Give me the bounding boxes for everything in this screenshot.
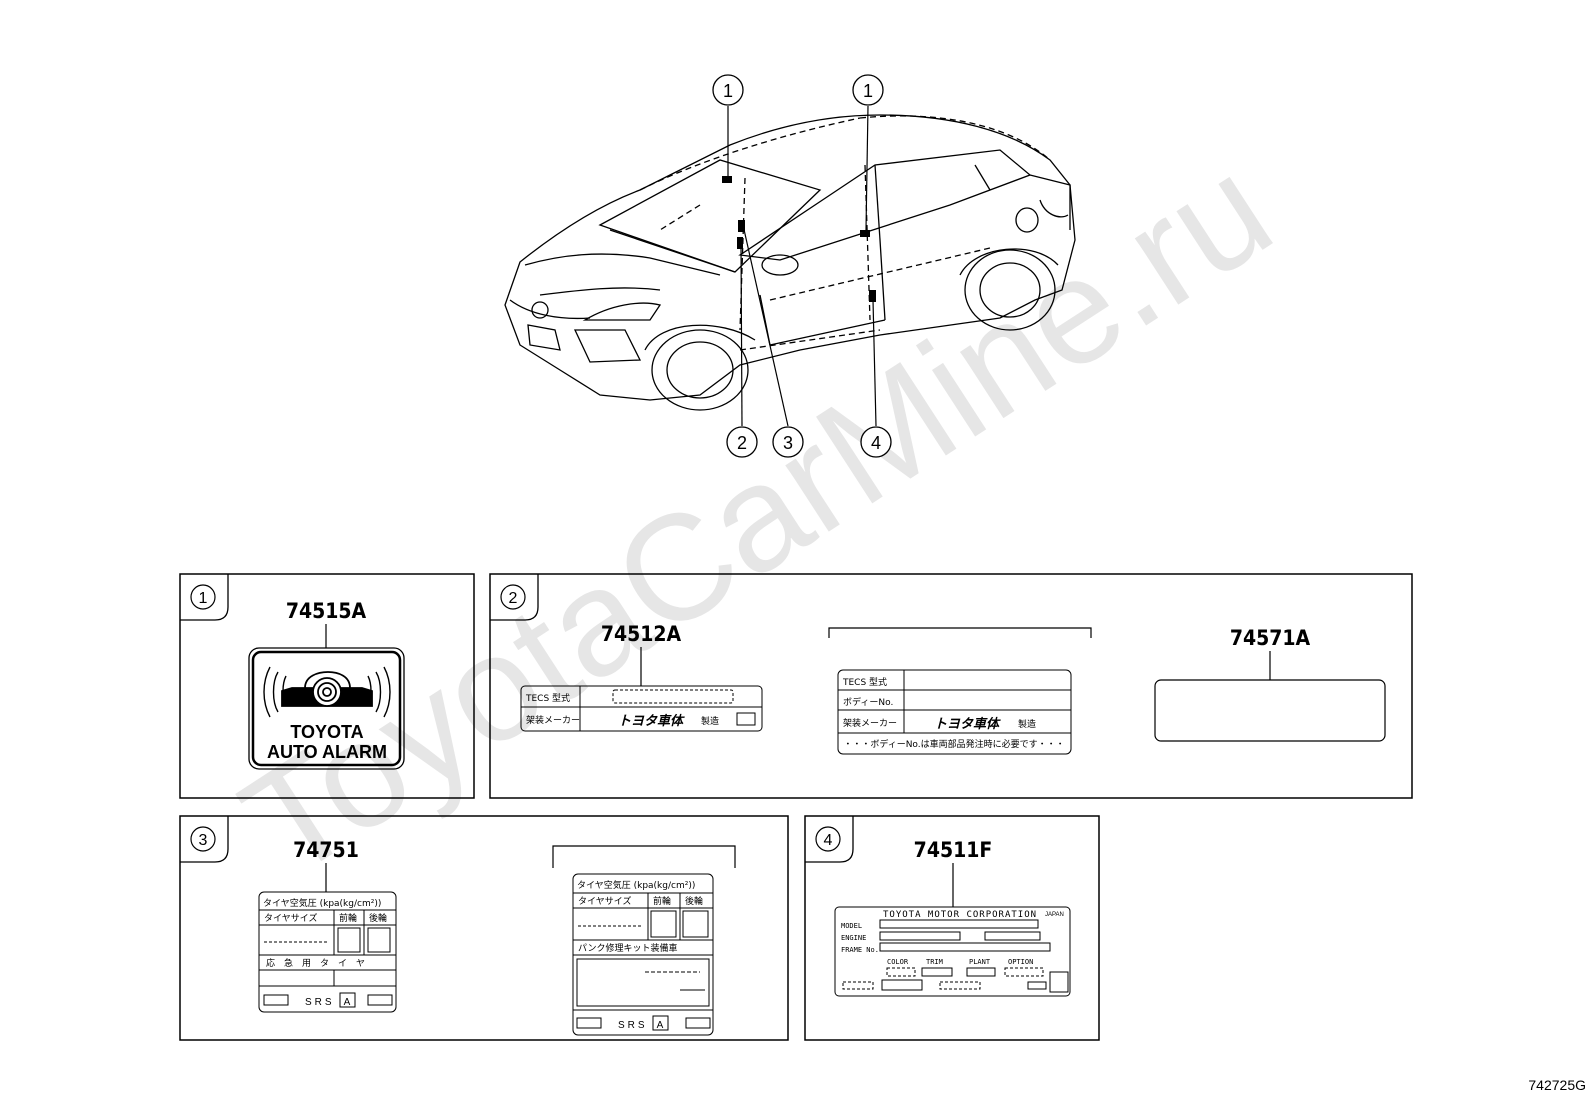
callout-3: 3 (772, 426, 804, 458)
panel-2: 2 74512A TECS 型式 架装メーカー トヨタ車体 製造 TECS 型式… (489, 573, 1413, 799)
svg-text:タイヤ空気圧 (kpa(kg/cm²)): タイヤ空気圧 (kpa(kg/cm²)) (577, 879, 695, 891)
svg-text:・・・ボディーNo.は車両部品発注時に必要です・・・: ・・・ボディーNo.は車両部品発注時に必要です・・・ (843, 738, 1064, 750)
svg-text:4: 4 (871, 433, 881, 453)
panel-2-number: 2 (509, 590, 518, 607)
panel-4: 4 74511F TOYOTA MOTOR CORPORATION JAPAN … (804, 815, 1100, 1041)
svg-text:TECS 型式: TECS 型式 (842, 676, 887, 688)
svg-text:ENGINE: ENGINE (841, 934, 866, 942)
svg-text:JAPAN: JAPAN (1045, 912, 1064, 918)
svg-text:前輪: 前輪 (339, 912, 357, 924)
svg-text:トヨタ車体: トヨタ車体 (618, 713, 685, 728)
callout-leaders (727, 105, 877, 427)
callout-1-top-left: 1 (712, 74, 744, 106)
svg-text:SRS: SRS (618, 1020, 648, 1031)
part-number-74571A: 74571A (1230, 626, 1311, 650)
panel-1-number: 1 (199, 590, 208, 607)
panel-3-number: 3 (199, 832, 208, 849)
tecs-label-small (520, 685, 763, 732)
callout-1-top-right: 1 (852, 74, 884, 106)
part-number-74751: 74751 (293, 838, 359, 862)
svg-text:タイヤサイズ: タイヤサイズ (578, 895, 631, 907)
svg-text:OPTION: OPTION (1008, 958, 1033, 966)
alarm-text-line1: TOYOTA (290, 722, 363, 742)
svg-text:ボディーNo.: ボディーNo. (843, 696, 893, 708)
svg-text:タイヤ空気圧 (kpa(kg/cm²)): タイヤ空気圧 (kpa(kg/cm²)) (263, 897, 381, 909)
alarm-text-line2: AUTO ALARM (267, 742, 387, 762)
blank-label-74571A (1154, 679, 1386, 742)
svg-text:PLANT: PLANT (969, 958, 991, 966)
tecs-label-large (837, 669, 1072, 755)
part-number-74511F: 74511F (914, 838, 993, 862)
svg-text:FRAME No.: FRAME No. (841, 946, 879, 954)
watermark: ToyotaCarMine.ru (215, 124, 1299, 910)
svg-text:TRIM: TRIM (926, 958, 943, 966)
svg-text:パンク修理キット装備車: パンク修理キット装備車 (578, 942, 677, 954)
panel-3: 3 74751 タイヤ空気圧 (kpa(kg/cm²)) タイヤサイズ 前輪 後… (179, 815, 789, 1041)
svg-text:TECS 型式: TECS 型式 (525, 692, 570, 704)
svg-text:TOYOTA MOTOR CORPORATION: TOYOTA MOTOR CORPORATION (883, 910, 1037, 920)
svg-text:前輪: 前輪 (653, 895, 671, 907)
tire-pressure-label-b (572, 873, 714, 1036)
part-number-74512A: 74512A (601, 622, 682, 646)
svg-text:1: 1 (723, 81, 733, 101)
svg-text:A: A (344, 997, 351, 1008)
svg-text:SRS: SRS (305, 997, 335, 1008)
car-alarm-icon (263, 666, 391, 718)
svg-text:トヨタ車体: トヨタ車体 (934, 716, 1001, 731)
svg-text:2: 2 (737, 433, 747, 453)
callout-4: 4 (860, 426, 892, 458)
car-illustration (504, 114, 1076, 411)
svg-text:製造: 製造 (1018, 718, 1036, 730)
svg-text:1: 1 (863, 81, 873, 101)
svg-text:製造: 製造 (701, 715, 719, 727)
svg-text:タイヤサイズ: タイヤサイズ (264, 912, 317, 924)
figure-id: 742725G (1528, 1077, 1586, 1093)
tire-pressure-label-a (258, 891, 397, 1013)
svg-text:後輪: 後輪 (369, 912, 387, 924)
panel-4-number: 4 (824, 832, 833, 849)
car-label-markers (722, 176, 876, 302)
svg-text:応 急 用 タ イ ヤ: 応 急 用 タ イ ヤ (266, 957, 365, 969)
callout-2: 2 (726, 426, 758, 458)
svg-text:架装メーカー: 架装メーカー (526, 714, 580, 726)
svg-text:A: A (657, 1020, 664, 1031)
part-number-74515A: 74515A (286, 599, 367, 623)
svg-text:MODEL: MODEL (841, 922, 862, 930)
svg-text:3: 3 (783, 433, 793, 453)
svg-text:COLOR: COLOR (887, 958, 909, 966)
panel-1: 1 74515A TOYOTA AUTO ALARM (179, 573, 475, 799)
svg-text:架装メーカー: 架装メーカー (843, 717, 897, 729)
vin-plate (834, 906, 1071, 997)
svg-text:後輪: 後輪 (685, 895, 703, 907)
